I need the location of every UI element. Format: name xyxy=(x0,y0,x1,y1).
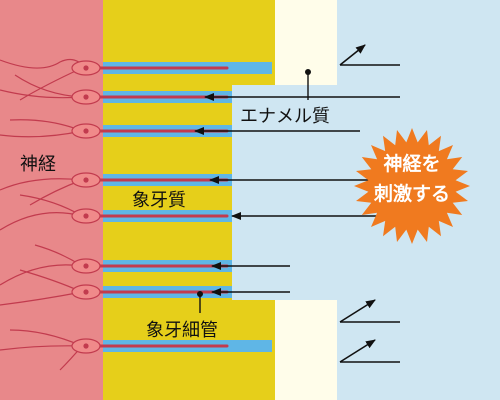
nerve-cell-nucleus xyxy=(83,213,89,219)
nerve-cell-nucleus xyxy=(83,65,89,71)
nerve-cell-nucleus xyxy=(83,128,89,134)
enamel-block-bottom xyxy=(275,300,337,400)
nerve-cell-nucleus xyxy=(83,94,89,100)
stimulus-label-line1: 神経を xyxy=(383,152,440,175)
exposed-dentin-surface xyxy=(232,85,277,300)
nerve-cell-nucleus xyxy=(83,263,89,269)
nerve-cell-nucleus xyxy=(83,289,89,295)
enamel-leader-dot xyxy=(305,69,311,75)
enamel-label: エナメル質 xyxy=(240,106,330,127)
enamel-side-arrows xyxy=(339,44,400,363)
starburst-icon xyxy=(354,128,470,244)
dentin-label: 象牙質 xyxy=(132,190,186,211)
tubule-label: 象牙細管 xyxy=(146,320,218,341)
stimulus-label-line2: 刺激する xyxy=(374,182,450,205)
tubule-leader-dot xyxy=(197,291,203,297)
diagonal-arrow-icon xyxy=(339,339,400,363)
diagonal-arrow-icon xyxy=(339,299,400,323)
nerve-label: 神経 xyxy=(20,154,56,175)
nerve-cell-nucleus xyxy=(83,343,89,349)
nerve-cell-nucleus xyxy=(83,177,89,183)
diagonal-arrow-icon xyxy=(339,44,400,66)
